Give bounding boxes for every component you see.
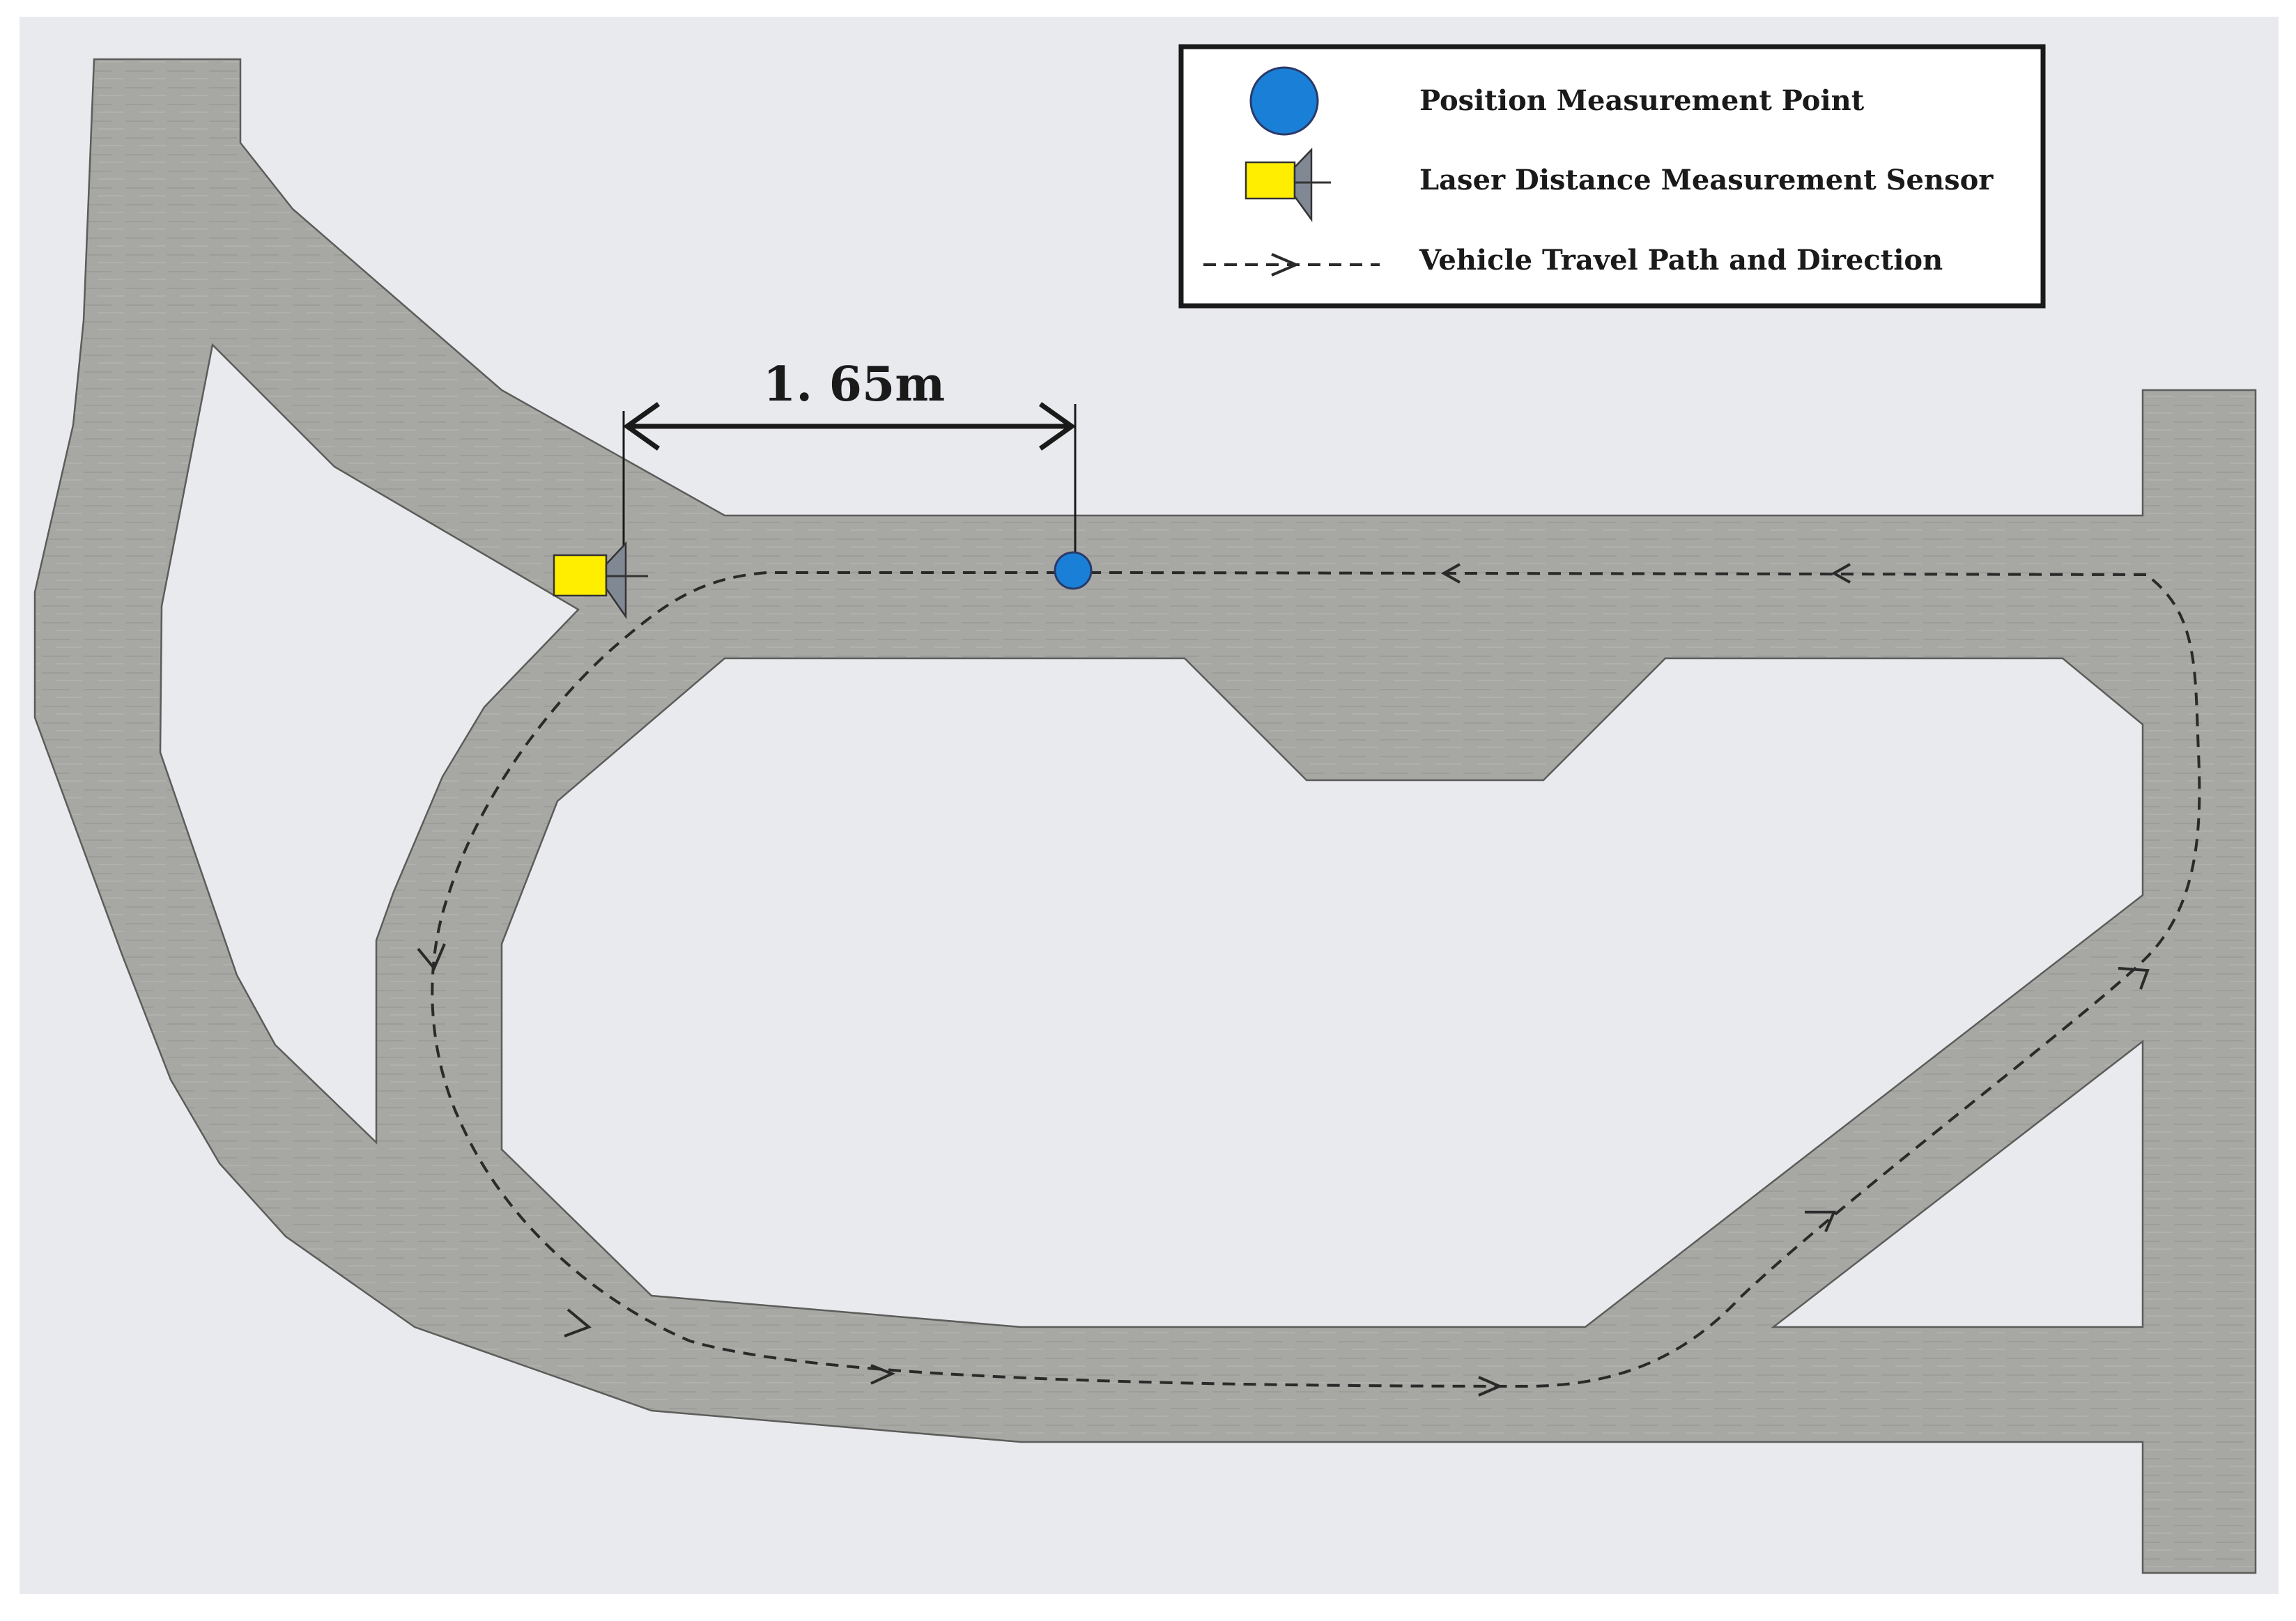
- legend-label: Position Measurement Point: [1419, 84, 1865, 117]
- dimension-arrow-left: [622, 402, 661, 451]
- direction-arrow: [870, 1364, 896, 1385]
- legend-box: [1178, 44, 2046, 309]
- direction-arrow: [1440, 563, 1461, 584]
- legend-item-position-point: Position Measurement Point: [1249, 66, 1865, 136]
- dashed-arrow-icon: [1203, 253, 1380, 277]
- vehicle-travel-path: [431, 571, 2201, 1388]
- legend-label: Vehicle Travel Path and Direction: [1419, 244, 1943, 277]
- direction-arrow: [1478, 1376, 1504, 1397]
- direction-arrow: [1805, 1211, 1837, 1232]
- direction-arrow: [417, 943, 446, 971]
- legend: Position Measurement Point Laser Distanc…: [1178, 44, 2046, 309]
- legend-item-laser-sensor: Laser Distance Measurement Sensor: [1245, 147, 1994, 222]
- dimension-label: 1. 65m: [763, 357, 945, 412]
- distance-dimension: 1. 65m: [622, 357, 1077, 571]
- roadway-network: [33, 58, 2257, 1574]
- blue-circle-icon: [1249, 66, 1319, 136]
- dimension-arrow-right: [1038, 402, 1077, 451]
- position-measurement-point: [1054, 551, 1093, 590]
- laser-sensor-icon: [1245, 147, 1331, 222]
- path-direction-arrows: [417, 563, 2150, 1397]
- legend-item-travel-path: Vehicle Travel Path and Direction: [1203, 244, 1943, 277]
- direction-arrow: [564, 1308, 592, 1337]
- laser-sensor-body: [553, 554, 608, 597]
- laser-sensor-marker: [553, 541, 648, 619]
- direction-arrow: [1831, 563, 1851, 584]
- direction-arrow: [2118, 967, 2150, 990]
- legend-label: Laser Distance Measurement Sensor: [1419, 164, 1994, 196]
- laser-sensor-cone: [605, 541, 627, 619]
